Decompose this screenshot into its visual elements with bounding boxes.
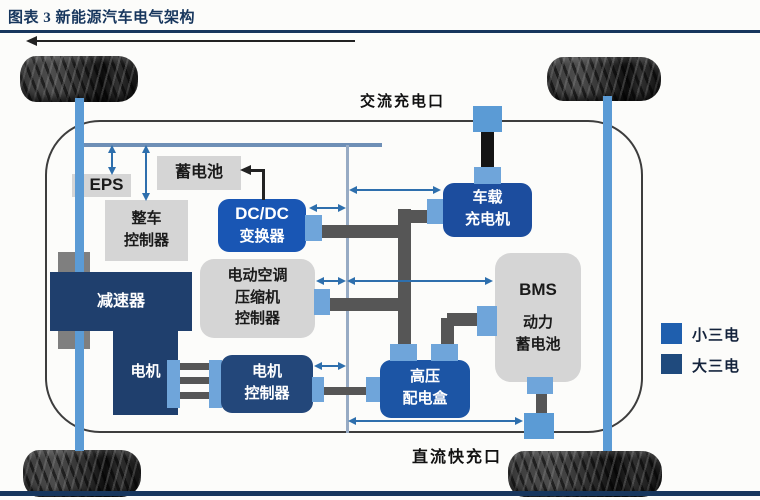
pdu-top-right-connector <box>431 344 458 361</box>
signal-bus-vertical <box>346 145 349 433</box>
node-ac-compressor-line3: 控制器 <box>234 311 280 328</box>
dc-port-label: 直流快充口 <box>412 449 503 466</box>
node-ac-compressor-line1: 电动空调 <box>227 267 288 284</box>
node-obc-line2: 充电机 <box>464 212 510 228</box>
node-ac-compressor-controller: 电动空调 压缩机 控制器 <box>200 259 315 338</box>
hv-line-mcu-to-pdu <box>322 387 368 395</box>
pdu-left-connector <box>366 377 380 402</box>
node-dcdc-line2: 变换器 <box>239 228 285 245</box>
legend-label-small-three: 小三电 <box>692 328 741 344</box>
hv-line-dcdc-to-bus <box>321 225 405 238</box>
obc-top-connector <box>474 167 501 184</box>
node-vcu-line2: 控制器 <box>123 232 169 249</box>
dc-charge-port-connector <box>524 413 554 439</box>
back-arrow-line <box>32 40 355 42</box>
legend-swatch-big-three <box>661 354 682 374</box>
mcu-left-connector <box>209 360 222 408</box>
phase-line-1 <box>180 363 210 370</box>
node-bms-battery: BMS 动力 蓄电池 <box>495 253 581 382</box>
node-bms-line3: 蓄电池 <box>515 336 561 353</box>
node-reducer: 减速器 <box>50 272 192 331</box>
legend-swatch-small-three <box>661 323 682 344</box>
node-motor-label: 电机 <box>130 364 161 380</box>
node-vcu: 整车 控制器 <box>105 200 188 261</box>
ac-port-label: 交流充电口 <box>360 94 446 110</box>
drive-shaft-coupler-bottom <box>58 329 90 349</box>
ac-compressor-right-connector <box>314 289 330 315</box>
bms-left-connector <box>477 306 497 336</box>
tire-front-right <box>547 57 661 101</box>
arrow-bus-bms <box>347 277 493 285</box>
ac-charge-cable <box>481 130 494 168</box>
dcdc-to-battery-line-h <box>246 169 264 172</box>
dcdc-right-connector <box>305 215 322 241</box>
dcdc-to-battery-line-v <box>262 169 265 200</box>
footer-rule <box>0 491 760 496</box>
figure-title: 图表 3 新能源汽车电气架构 <box>8 10 196 26</box>
arrow-dcdc-bus <box>309 204 346 212</box>
node-reducer-label: 减速器 <box>96 292 145 310</box>
drive-shaft-coupler-top <box>58 252 90 273</box>
node-obc-line1: 车载 <box>472 190 503 207</box>
node-mcu-line2: 控制器 <box>244 386 290 402</box>
node-pdu-line2: 配电盒 <box>402 391 448 407</box>
ac-charge-port-connector <box>473 106 502 132</box>
arrow-compressor-bus <box>316 277 346 285</box>
node-bms-title: BMS <box>519 280 557 300</box>
phase-line-2 <box>180 377 210 384</box>
node-mcu-line1: 电机 <box>251 364 282 381</box>
node-pdu-box: 高压 配电盒 <box>380 360 470 418</box>
node-bms-line2: 动力 <box>522 315 553 332</box>
back-arrow-head-icon <box>26 36 37 46</box>
dcdc-to-battery-arrowhead-icon <box>240 165 251 175</box>
tire-rear-right <box>508 451 662 497</box>
node-vcu-line1: 整车 <box>131 210 162 227</box>
node-pdu-line1: 高压 <box>409 369 440 386</box>
title-underline <box>0 30 760 33</box>
hv-line-bus-to-obc <box>405 210 429 223</box>
obc-left-connector <box>427 199 443 224</box>
bms-bottom-connector <box>527 377 553 394</box>
phase-line-3 <box>180 392 210 399</box>
hv-line-compressor-to-bus <box>329 298 399 311</box>
arrow-rail-eps <box>108 145 116 175</box>
node-motor-controller: 电机 控制器 <box>221 355 313 413</box>
tire-front-left <box>20 56 138 102</box>
mcu-right-connector <box>312 377 324 402</box>
hv-line-main-vertical <box>398 209 411 346</box>
hv-line-bms-elbow-h <box>447 313 478 326</box>
right-axle <box>603 96 612 451</box>
node-aux-battery: 蓄电池 <box>157 156 241 190</box>
tire-rear-left <box>23 450 141 497</box>
arrow-mcu-bus <box>314 362 346 370</box>
node-dcdc-line1: DC/DC <box>235 204 289 224</box>
node-eps-label: EPS <box>89 175 124 195</box>
car-body-outline <box>45 120 643 433</box>
arrow-bus-obc <box>349 186 441 194</box>
legend-label-big-three: 大三电 <box>692 359 741 375</box>
arrow-rail-vcu <box>142 145 150 201</box>
node-obc-charger: 车载 充电机 <box>443 183 532 237</box>
node-eps: EPS <box>72 174 131 197</box>
signal-top-rail <box>79 143 382 147</box>
node-dcdc-converter: DC/DC 变换器 <box>218 199 306 252</box>
hv-line-bms-elbow-v <box>441 318 454 346</box>
arrow-bus-dcport <box>348 417 523 425</box>
motor-right-connector <box>167 360 180 408</box>
pdu-top-left-connector <box>390 344 417 361</box>
node-ac-compressor-line2: 压缩机 <box>234 289 280 306</box>
hv-line-bms-to-dcport <box>536 393 547 414</box>
node-aux-battery-label: 蓄电池 <box>174 164 223 182</box>
